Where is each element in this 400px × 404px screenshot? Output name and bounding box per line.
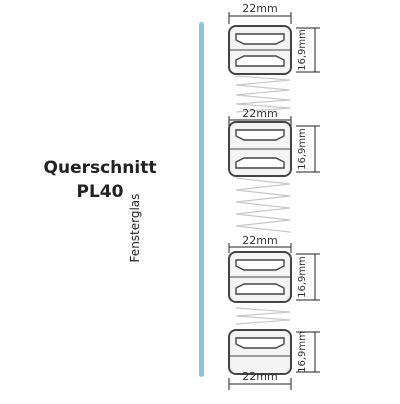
profile-section (228, 121, 292, 177)
width-label: 22mm (242, 370, 277, 383)
height-label: 16,9mm (297, 29, 308, 71)
spring (235, 75, 291, 113)
title-line-1: Querschnitt (43, 158, 157, 178)
title-line-2: PL40 (76, 182, 124, 202)
profile-section (228, 329, 292, 375)
spring (235, 307, 291, 325)
width-label: 22mm (242, 107, 277, 120)
profile-section (228, 25, 292, 75)
height-label: 16,9mm (297, 331, 308, 373)
glass-label: Fensterglas (128, 193, 142, 263)
height-label: 16,9mm (297, 256, 308, 298)
height-label: 16,9mm (297, 128, 308, 170)
window-glass (199, 22, 204, 377)
profile-section (228, 251, 292, 303)
width-label: 22mm (242, 234, 277, 247)
spring (235, 177, 291, 233)
width-label: 22mm (242, 2, 277, 15)
